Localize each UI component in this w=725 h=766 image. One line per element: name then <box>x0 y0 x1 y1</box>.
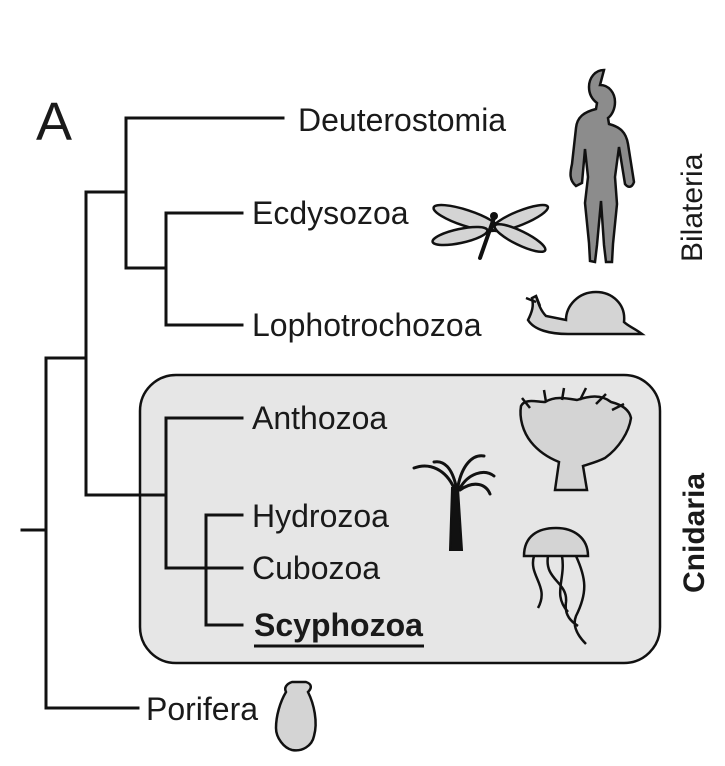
taxon-label-anthozoa: Anthozoa <box>252 400 387 436</box>
snail-icon <box>525 290 646 336</box>
group-label-cnidaria: Cnidaria <box>678 473 711 593</box>
taxon-label-cubozoa: Cubozoa <box>252 550 380 586</box>
taxon-label-ecdysozoa: Ecdysozoa <box>252 195 409 231</box>
taxon-label-hydrozoa: Hydrozoa <box>252 498 389 534</box>
taxon-label-lophotrochozoa: Lophotrochozoa <box>252 307 482 343</box>
hydra-icon <box>412 454 496 551</box>
tree-branches <box>20 116 285 710</box>
taxon-label-scyphozoa: Scyphozoa <box>254 607 423 643</box>
taxon-label-deuterostomia: Deuterostomia <box>298 102 506 138</box>
dragonfly-icon <box>431 203 550 260</box>
cnidaria-box <box>138 373 662 665</box>
panel-label: A <box>36 92 72 152</box>
human-silhouette-icon <box>569 68 636 264</box>
group-label-bilateria: Bilateria <box>676 153 709 262</box>
sponge-icon <box>274 680 317 752</box>
sea-anemone-icon <box>519 387 633 492</box>
taxon-label-porifera: Porifera <box>146 691 258 727</box>
jellyfish-icon <box>522 526 590 645</box>
